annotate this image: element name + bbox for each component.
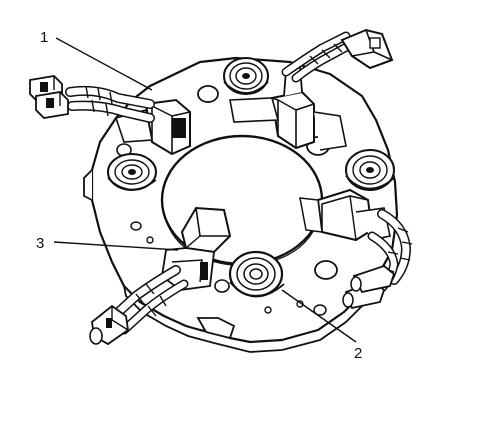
lead-left	[65, 85, 155, 123]
callout-label-1: 1	[40, 29, 48, 46]
callout-label-2: 2	[354, 345, 362, 362]
callout-label-3: 3	[36, 235, 44, 252]
lead-right	[367, 209, 413, 295]
mounting-hole	[313, 304, 327, 316]
plate-tab-left	[83, 169, 93, 201]
mounting-hole	[197, 85, 219, 103]
plate-tab-bottom	[196, 317, 236, 340]
spring-left	[107, 153, 157, 191]
connector-right	[342, 264, 396, 310]
connector-bottom-left	[89, 304, 129, 346]
rivet	[264, 306, 272, 314]
brush-holder-bottom-left	[161, 206, 232, 291]
rivet	[146, 236, 154, 244]
spring-right	[345, 149, 395, 191]
mounting-hole	[214, 279, 230, 293]
mounting-hole	[130, 221, 142, 231]
connector-top-right	[340, 28, 394, 70]
spring-top	[223, 57, 269, 95]
spring-bottom	[228, 250, 285, 298]
leader-line-3	[53, 241, 179, 251]
callout-leaders	[53, 37, 357, 343]
connector-left	[29, 75, 69, 119]
lead-bottom-left	[107, 265, 189, 335]
brush-holder-top-right	[229, 64, 347, 151]
leader-line-2	[281, 289, 357, 343]
lead-top-right	[281, 31, 357, 83]
leader-line-1	[55, 37, 153, 91]
mounting-hole	[314, 260, 338, 280]
